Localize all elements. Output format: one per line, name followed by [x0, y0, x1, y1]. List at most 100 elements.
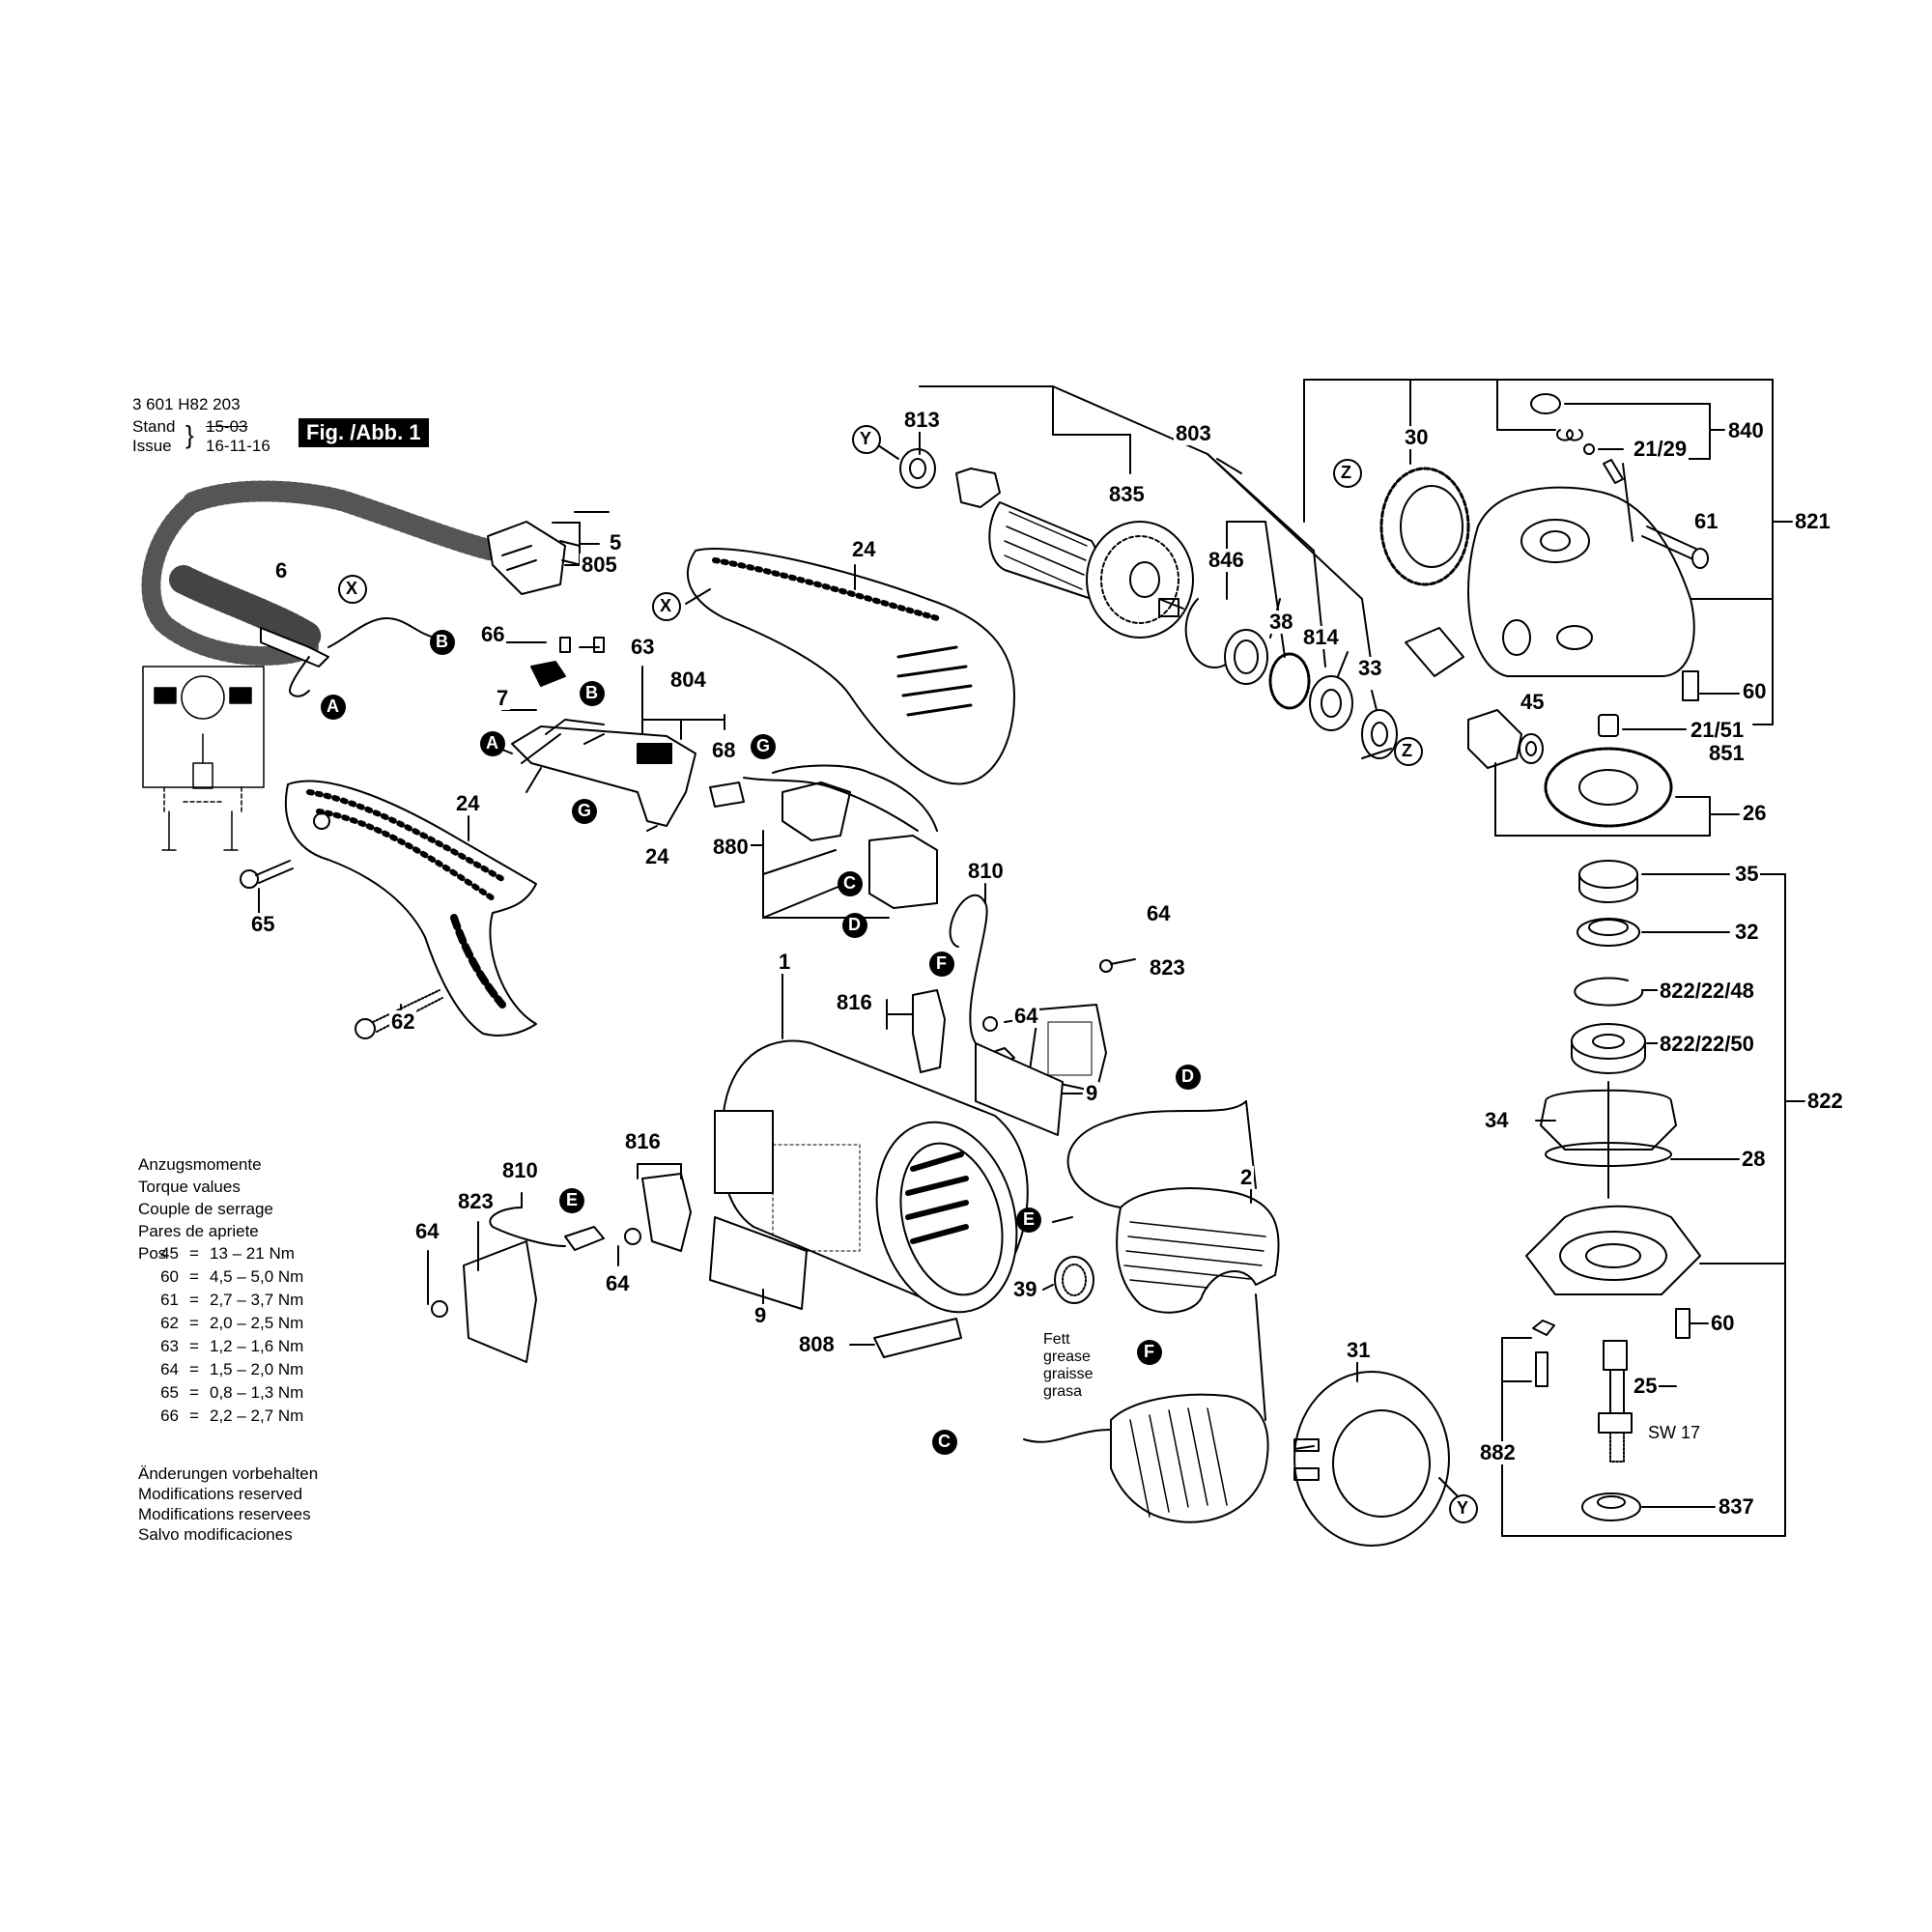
part-label-68: 68	[710, 738, 738, 762]
torque-row: 45=13 – 21 Nm	[160, 1244, 295, 1263]
notice-fr: Modifications reservees	[138, 1505, 311, 1523]
connector-y-top	[852, 425, 881, 454]
part-label-62: 62	[389, 1009, 417, 1034]
part-label-840: 840	[1726, 418, 1766, 442]
connector-c-880	[838, 871, 863, 896]
part-label-28: 28	[1740, 1147, 1768, 1171]
part-label-24-switch: 24	[643, 844, 671, 868]
connector-letter-z: Z	[1402, 741, 1412, 760]
notice-es: Salvo modificaciones	[138, 1525, 293, 1544]
stand-label: Stand	[132, 417, 176, 436]
torque-row: 64=1,5 – 2,0 Nm	[160, 1360, 304, 1378]
torque-row: 60=4,5 – 5,0 Nm	[160, 1267, 304, 1286]
bearing-ring	[1268, 652, 1311, 710]
part-label-64-left: 64	[413, 1219, 441, 1243]
part-label-6: 6	[273, 558, 290, 582]
part-label-822-22-48: 822/22/48	[1658, 979, 1756, 1003]
part-label-882: 882	[1478, 1440, 1518, 1464]
part-label-7: 7	[495, 686, 511, 710]
handle-half-right	[686, 548, 1015, 785]
pinion-45	[1467, 709, 1544, 769]
brush-holder-lower	[431, 1173, 692, 1363]
part-label-24-handle: 24	[454, 791, 482, 815]
torque-pos-label: Pos	[138, 1244, 167, 1263]
connector-z-top	[1333, 459, 1362, 488]
part-label-804: 804	[668, 668, 708, 692]
part-label-30: 30	[1403, 425, 1431, 449]
part-label-2: 2	[1238, 1165, 1255, 1189]
part-label-9-lower: 9	[753, 1303, 769, 1327]
part-label-21-51: 21/51	[1689, 718, 1747, 742]
part-label-64-brush: 64	[1012, 1004, 1040, 1028]
torque-row: 63=1,2 – 1,6 Nm	[160, 1337, 304, 1355]
connector-letter-d: D	[1181, 1066, 1194, 1086]
part-label-846: 846	[1207, 548, 1246, 572]
connector-letter-b: B	[436, 632, 448, 651]
connector-c-coil	[932, 1430, 957, 1455]
connector-letter-b: B	[585, 683, 598, 702]
screw-882	[1532, 1320, 1555, 1387]
connector-letter-e: E	[566, 1190, 579, 1209]
felt-pad	[1405, 627, 1464, 677]
part-label-808: 808	[797, 1332, 837, 1356]
bearing-35	[1578, 860, 1638, 903]
field-coil-lower	[1023, 1293, 1269, 1523]
part-label-64-lower: 64	[604, 1271, 632, 1295]
part-label-822-22-50: 822/22/50	[1658, 1032, 1756, 1056]
connector-d-coil	[1176, 1065, 1201, 1090]
part-label-1: 1	[777, 950, 793, 974]
grease-note-fr: graisse	[1043, 1366, 1094, 1382]
connector-g-880	[751, 734, 776, 759]
part-label-823-upper: 823	[1148, 955, 1187, 980]
spindle-25	[1598, 1340, 1633, 1463]
bushing-39	[1054, 1256, 1094, 1304]
part-label-822: 822	[1805, 1089, 1845, 1113]
torque-row: 62=2,0 – 2,5 Nm	[160, 1314, 304, 1332]
part-label-26: 26	[1741, 801, 1769, 825]
part-label-31: 31	[1345, 1338, 1373, 1362]
issue-label: Issue	[132, 437, 172, 455]
bearing-814	[1309, 675, 1353, 731]
part-label-810-lower: 810	[500, 1158, 540, 1182]
part-label-35: 35	[1733, 862, 1761, 886]
connector-letter-e: E	[1023, 1209, 1036, 1229]
part-label-25: 25	[1632, 1374, 1660, 1398]
washer-38	[1224, 629, 1268, 685]
part-label-39: 39	[1011, 1277, 1039, 1301]
connector-f-coil	[1137, 1340, 1162, 1365]
grease-note-es: grasa	[1043, 1383, 1083, 1400]
bearing-33	[1361, 709, 1398, 759]
part-label-21-29: 21/29	[1632, 437, 1690, 461]
torque-title-fr: Couple de serrage	[138, 1200, 273, 1218]
handle-half-left	[284, 780, 537, 1037]
bearing-813	[899, 448, 936, 489]
part-label-814: 814	[1301, 625, 1341, 649]
nut-837	[1581, 1492, 1641, 1521]
part-label-837: 837	[1717, 1494, 1756, 1519]
connector-letter-g: G	[578, 801, 592, 820]
part-label-38: 38	[1267, 610, 1295, 634]
motor-housing	[714, 1039, 1029, 1314]
torque-row: 65=0,8 – 1,3 Nm	[160, 1383, 304, 1402]
notice-en: Modifications reserved	[138, 1485, 303, 1503]
connector-letter-y: Y	[860, 429, 872, 448]
connector-letter-c: C	[938, 1432, 951, 1451]
field-coil-upper	[1066, 1100, 1280, 1314]
part-label-813: 813	[902, 408, 942, 432]
connector-x-handle	[652, 592, 681, 621]
torque-title-es: Pares de apriete	[138, 1222, 259, 1240]
stand-value: 15-03	[206, 417, 248, 436]
crown-gear-26	[1544, 747, 1673, 828]
brush-holder-upper	[886, 894, 1015, 1073]
circlip-822-22-48	[1574, 977, 1644, 1007]
connector-letter-f: F	[1144, 1342, 1154, 1361]
part-label-24-top: 24	[850, 537, 878, 561]
torque-row: 61=2,7 – 3,7 Nm	[160, 1291, 304, 1309]
part-label-805: 805	[580, 553, 619, 577]
part-label-803: 803	[1174, 421, 1213, 445]
power-cord-and-plug	[141, 480, 600, 697]
grease-note-de: Fett	[1043, 1331, 1070, 1348]
part-label-33: 33	[1356, 656, 1384, 680]
bearing-shield-31	[1293, 1371, 1450, 1547]
